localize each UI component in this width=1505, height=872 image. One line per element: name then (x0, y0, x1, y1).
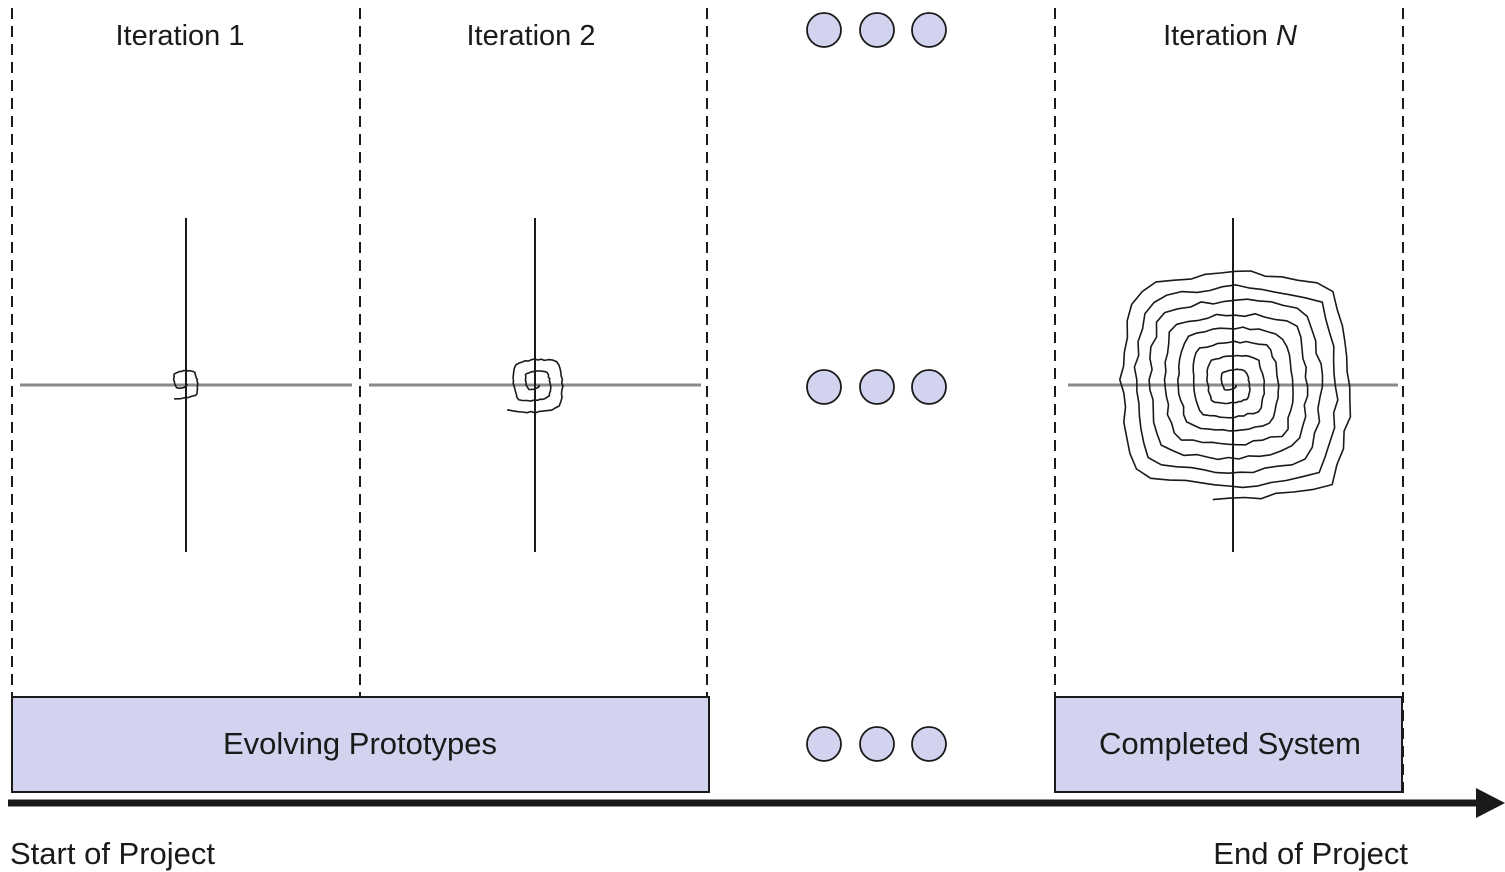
ellipsis-bottom (806, 726, 947, 762)
completed-system-bar: Completed System (1054, 696, 1403, 793)
three-circle-ellipsis-icon (806, 12, 842, 48)
ellipsis-top (806, 12, 947, 48)
three-circle-ellipsis-icon (859, 726, 895, 762)
evolving-prototypes-label: Evolving Prototypes (223, 726, 497, 761)
iteration-n-title: Iteration N (1163, 20, 1297, 52)
three-circle-ellipsis-icon (859, 12, 895, 48)
completed-system-box (1054, 696, 1403, 793)
evolving-prototypes-box (11, 696, 710, 793)
three-circle-ellipsis-icon (911, 12, 947, 48)
end-of-project-label: End of Project (1213, 836, 1408, 871)
three-circle-ellipsis-icon (806, 369, 842, 405)
three-circle-ellipsis-icon (806, 726, 842, 762)
iteration-1-title: Iteration 1 (116, 20, 245, 52)
evolving-prototypes-bar: Evolving Prototypes (11, 696, 710, 793)
start-of-project-label: Start of Project (10, 836, 215, 871)
spiral-growth-icon (172, 369, 199, 400)
iteration-n-spiral (1068, 218, 1398, 552)
iteration-dividers (11, 8, 1404, 800)
iteration-1-spiral (20, 218, 352, 552)
spiral-growth-icon (506, 358, 564, 414)
iteration-2-title: Iteration 2 (467, 20, 596, 52)
timeline-arrow (8, 788, 1505, 818)
ellipsis-middle (806, 369, 947, 405)
completed-system-label: Completed System (1099, 726, 1361, 761)
three-circle-ellipsis-icon (911, 369, 947, 405)
spiral-growth-icon (1119, 270, 1352, 501)
arrow-head-icon (1476, 788, 1505, 818)
three-circle-ellipsis-icon (911, 726, 947, 762)
three-circle-ellipsis-icon (859, 369, 895, 405)
iteration-2-spiral (369, 218, 701, 552)
